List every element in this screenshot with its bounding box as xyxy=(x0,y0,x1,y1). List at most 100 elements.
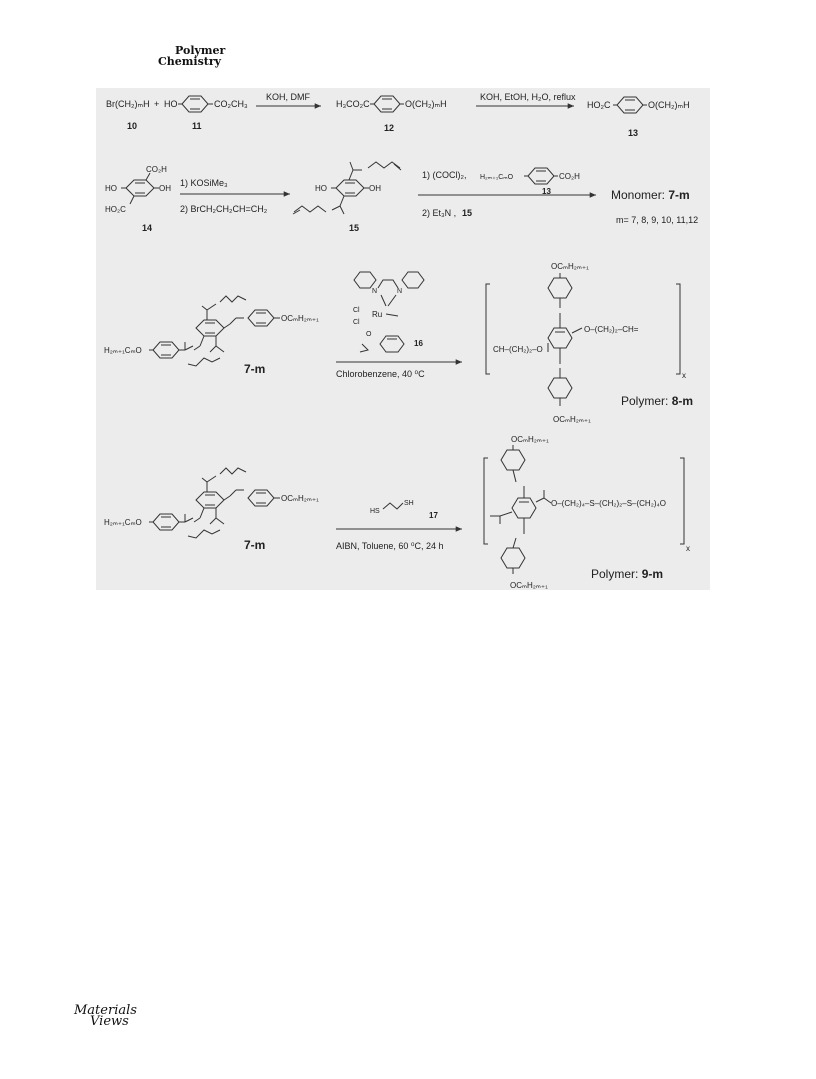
poly8-backbone-left: CH–(CH₂)₂–O xyxy=(493,345,543,354)
row4-top-butenyl xyxy=(219,467,247,475)
poly8-bottom-chain: OCₘH₂ₘ₊₁ xyxy=(553,415,591,424)
poly8-top-benzene xyxy=(547,277,573,299)
s14-ho2c: HO₂C xyxy=(105,205,126,214)
poly8-title: Polymer: 8-m xyxy=(621,394,693,408)
butenyl-bottom xyxy=(292,205,327,215)
monomer-title: Monomer: 7-m xyxy=(611,188,690,202)
s14-ho: HO xyxy=(105,184,117,193)
poly8-top-chain: OCₘH₂ₘ₊₁ xyxy=(551,262,589,271)
journal-logo-line2: Chemistry xyxy=(158,55,222,68)
poly9-top-benzene xyxy=(500,449,526,471)
poly8-core-benzene xyxy=(547,327,573,349)
poly9-core-benzene xyxy=(511,497,537,519)
poly8-backbone-right: O–(CH₂)₂–CH= xyxy=(584,325,639,334)
poly8-bracket-right xyxy=(676,283,681,375)
butenyl-top xyxy=(367,161,402,171)
dithiol-17 xyxy=(382,502,404,510)
poly9-repeat-x: x xyxy=(686,544,690,553)
row3-right-chain: OCₘH₂ₘ₊₁ xyxy=(281,314,319,323)
row3-top-butenyl xyxy=(219,295,247,303)
benzene-ring-15 xyxy=(335,179,365,197)
catalyst-16-mesityl-right xyxy=(401,271,425,289)
catalyst-o: O xyxy=(366,331,372,338)
product-13-acid: HO₂C xyxy=(587,100,611,110)
benzene-ring-11 xyxy=(181,95,209,113)
catalyst-16-mesityl-left xyxy=(353,271,377,289)
catalyst-ru: Ru xyxy=(372,310,382,319)
conditions-acid-chain: H₂ₘ₊₁CₘO xyxy=(480,174,514,181)
m-values: m= 7, 8, 9, 10, 11,12 xyxy=(616,215,698,225)
conditions-koh-etoh: KOH, EtOH, H₂O, reflux xyxy=(480,92,576,102)
label-11: 11 xyxy=(192,121,202,131)
label-13: 13 xyxy=(628,128,638,138)
s15-oh: OH xyxy=(369,184,381,193)
row3-right-benzene xyxy=(247,309,275,327)
benzene-ring-acid xyxy=(527,167,555,185)
row4-left-chain: H₂ₘ₊₁CₘO xyxy=(104,518,142,527)
poly8-bracket-left xyxy=(485,283,490,375)
benzene-ring-12 xyxy=(373,95,401,113)
row4-core-benzene xyxy=(195,491,225,509)
reactant-10: Br(CH₂)ₘH xyxy=(106,99,150,109)
row3: H₂ₘ₊₁CₘO OCₘH₂ₘ₊₁ 7-m N N Cl Ru Cl O 16 … xyxy=(104,262,693,424)
conditions-chlorobenzene: Chlorobenzene, 40 ⁰C xyxy=(336,369,425,379)
reaction-scheme: Br(CH₂)ₘH + 10 HO CO₂CH₃ 11 KOH, DMF H₃C… xyxy=(96,88,710,590)
catalyst-label-16: 16 xyxy=(414,339,423,348)
plus-sign: + xyxy=(154,99,159,109)
thiol-hs: HS xyxy=(370,508,380,515)
poly9-bottom-chain: OCₘH₂ₘ₊₁ xyxy=(510,581,548,590)
s14-oh: OH xyxy=(159,184,171,193)
product-12-ester: H₃CO₂C xyxy=(336,99,370,109)
poly9-bottom-benzene xyxy=(500,547,526,569)
row3-left-chain: H₂ₘ₊₁CₘO xyxy=(104,346,142,355)
row3-label-7m: 7-m xyxy=(244,362,265,376)
row1: Br(CH₂)ₘH + 10 HO CO₂CH₃ 11 KOH, DMF H₃C… xyxy=(106,92,690,138)
catalyst-cl1: Cl xyxy=(353,307,360,314)
logo-line2: Views xyxy=(90,1014,129,1029)
catalyst-16-benzylidene xyxy=(379,335,405,353)
thiol-sh: SH xyxy=(404,500,414,507)
poly9-bracket-right xyxy=(680,457,685,545)
poly9-top-chain: OCₘH₂ₘ₊₁ xyxy=(511,435,549,444)
journal-logo: Polymer Chemistry xyxy=(158,45,225,67)
conditions-et3n: 2) Et₃N , xyxy=(422,208,456,218)
row4-right-chain: OCₘH₂ₘ₊₁ xyxy=(281,494,319,503)
product-13-chain: O(CH₂)ₘH xyxy=(648,100,690,110)
row2: CO₂H OH HO HO₂C 14 1) KOSiMe₃ 2) BrCH₂CH… xyxy=(105,161,698,233)
conditions-acid-co2h: CO₂H xyxy=(559,172,580,181)
label-10: 10 xyxy=(127,121,137,131)
label-12: 12 xyxy=(384,123,394,133)
catalyst-16-imidazolidine xyxy=(377,279,399,289)
catalyst-n2: N xyxy=(397,288,402,295)
poly9-bracket-left xyxy=(483,457,488,545)
row4-label-7m: 7-m xyxy=(244,538,265,552)
row4-bottom-butenyl xyxy=(187,529,221,539)
conditions-koh-dmf: KOH, DMF xyxy=(266,92,311,102)
catalyst-cl2: Cl xyxy=(353,319,360,326)
catalyst-n1: N xyxy=(372,288,377,295)
conditions-aibn: AIBN, Toluene, 60 ⁰C, 24 h xyxy=(336,541,444,551)
thiol-label-17: 17 xyxy=(429,511,438,520)
catalyst-16-isopropyl xyxy=(359,343,369,353)
benzene-ring-14 xyxy=(125,179,155,197)
reactant-11-ester: CO₂CH₃ xyxy=(214,99,248,109)
poly9-backbone: O–(CH₂)₄–S–(CH₂)₂–S–(CH₂)₄O xyxy=(551,499,666,508)
row3-core-benzene xyxy=(195,319,225,337)
conditions-kosime3: 1) KOSiMe₃ xyxy=(180,178,228,188)
benzene-ring-13 xyxy=(616,96,644,114)
conditions-oxalyl: 1) (COCl)₂, xyxy=(422,170,467,180)
s15-ho: HO xyxy=(315,184,327,193)
poly9-title: Polymer: 9-m xyxy=(591,567,663,581)
row4-right-benzene xyxy=(247,489,275,507)
conditions-bromobutene: 2) BrCH₂CH₂CH=CH₂ xyxy=(180,204,268,214)
reactant-11-ho: HO xyxy=(164,99,178,109)
poly8-repeat-x: x xyxy=(682,371,686,380)
row3-left-benzene xyxy=(152,341,180,359)
row3-bottom-butenyl xyxy=(187,357,221,367)
journal-logo-line1: Polymer xyxy=(175,44,226,57)
conditions-label-15: 15 xyxy=(462,208,472,218)
materials-views-logo: Materials Views xyxy=(74,1003,137,1029)
conditions-label-13: 13 xyxy=(542,187,551,196)
logo-line1: Materials xyxy=(74,1003,137,1018)
s14-co2h: CO₂H xyxy=(146,165,167,174)
